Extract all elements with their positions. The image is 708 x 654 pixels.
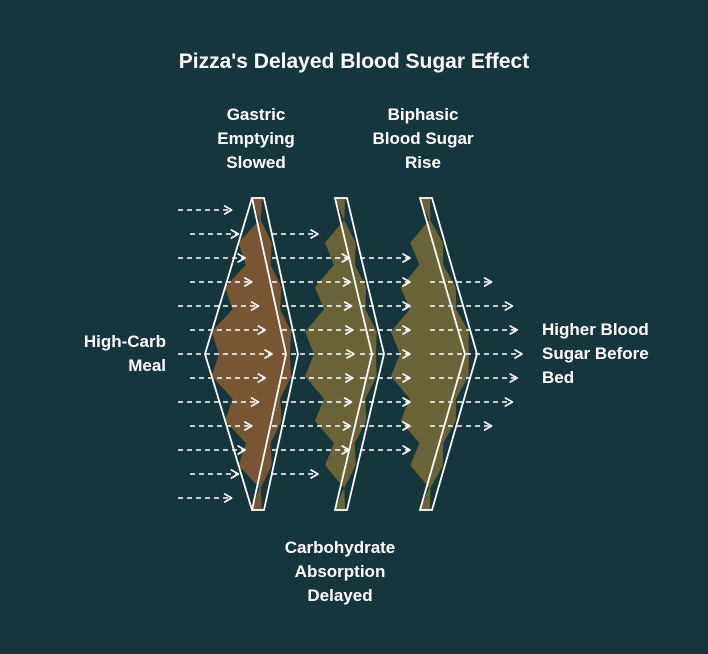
label-line: Rise: [405, 153, 441, 172]
stage-outline-2: [333, 197, 385, 511]
stage-outlines: [204, 197, 478, 511]
label-line: Slowed: [226, 153, 286, 172]
label-carb-absorption: Carbohydrate Absorption Delayed: [254, 536, 426, 608]
label-line: Bed: [542, 368, 575, 387]
label-line: Sugar Before: [542, 344, 649, 363]
label-line: Gastric: [226, 105, 286, 124]
label-gastric-emptying: Gastric Emptying Slowed: [178, 103, 334, 175]
label-line: Delayed: [307, 586, 373, 605]
label-line: Higher Blood: [542, 320, 649, 339]
stage-outline-3: [418, 197, 478, 511]
label-output-blood-sugar: Higher Blood Sugar Before Bed: [542, 318, 702, 390]
flow-arrows: [178, 205, 523, 503]
input-notch-outline: [204, 197, 253, 511]
label-line: Emptying: [217, 129, 295, 148]
label-line: Biphasic: [387, 105, 459, 124]
stage-outline-1: [250, 197, 299, 511]
label-line: Carbohydrate: [284, 538, 396, 557]
stage-fill-3: [390, 198, 469, 510]
label-line: Blood Sugar: [372, 129, 474, 148]
label-line: Meal: [128, 356, 166, 375]
label-input-meal: High-Carb Meal: [40, 330, 166, 378]
label-line: Absorption: [294, 562, 386, 581]
label-line: High-Carb: [83, 332, 166, 351]
diagram-title: Pizza's Delayed Blood Sugar Effect: [178, 50, 530, 73]
label-biphasic-rise: Biphasic Blood Sugar Rise: [345, 103, 501, 175]
